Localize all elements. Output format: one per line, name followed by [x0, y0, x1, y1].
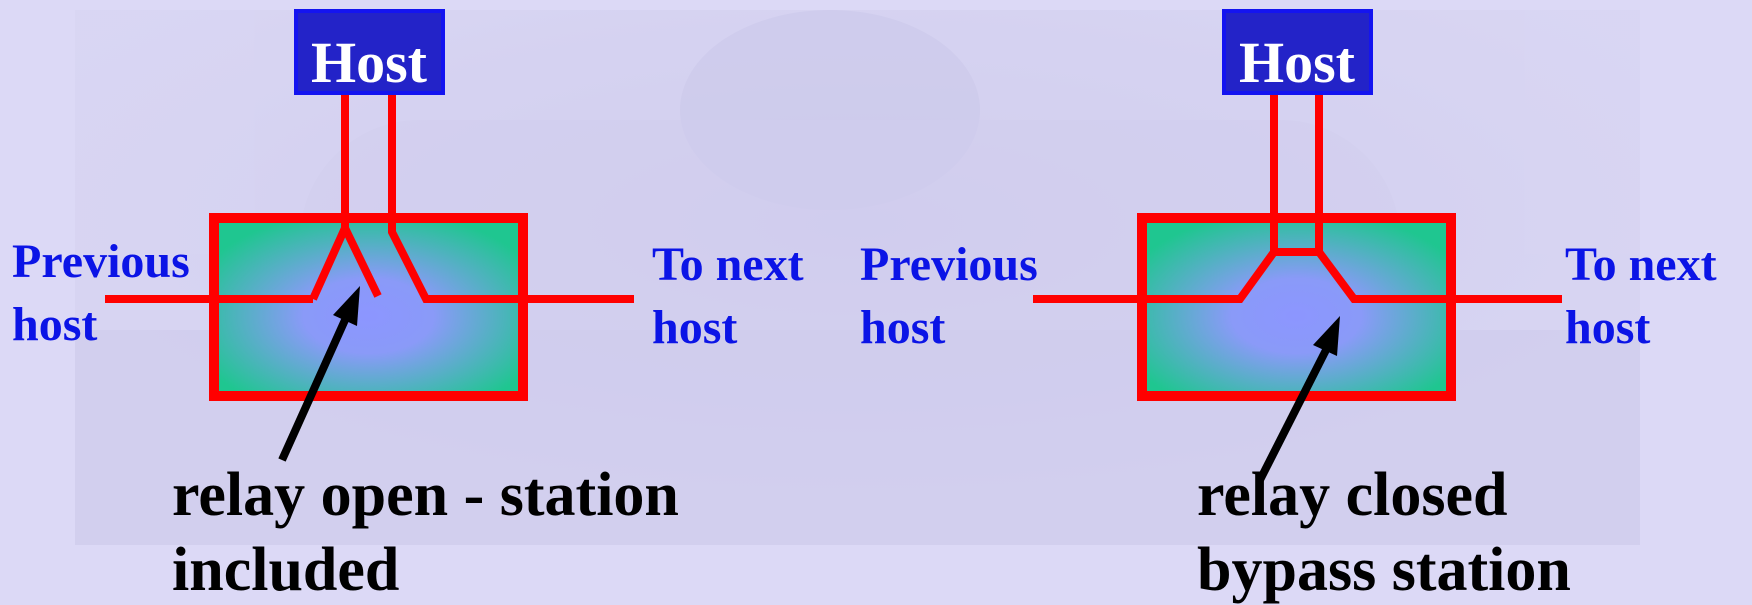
station-box — [1137, 213, 1456, 401]
host-box: Host — [1222, 9, 1373, 95]
right-panel-relay-closed: Host Previous host To next host relay cl… — [860, 9, 1717, 604]
caption-line-1: relay closed — [1197, 461, 1508, 529]
caption-line-2: bypass station — [1197, 536, 1571, 604]
previous-host-label-line2: host — [860, 301, 945, 354]
ring-wiring — [105, 95, 634, 303]
host-box: Host — [294, 9, 445, 95]
caption-line-2: included — [172, 536, 399, 604]
to-next-host-label: To next — [652, 238, 804, 291]
previous-host-label: Previous — [12, 235, 190, 288]
pointer-arrow — [278, 286, 360, 462]
previous-host-label-line2: host — [12, 298, 97, 351]
host-label: Host — [1239, 30, 1356, 95]
to-next-host-label-line2: host — [652, 301, 737, 354]
to-next-host-label-line2: host — [1565, 301, 1650, 354]
ring-wiring — [1033, 95, 1562, 303]
station-box — [209, 213, 528, 401]
caption-line-1: relay open - station — [172, 461, 679, 529]
host-label: Host — [311, 30, 428, 95]
left-panel-relay-open: Host Previous host To next host relay op… — [12, 9, 804, 604]
pointer-arrow — [1256, 316, 1340, 482]
to-next-host-label: To next — [1565, 238, 1717, 291]
previous-host-label: Previous — [860, 238, 1038, 291]
